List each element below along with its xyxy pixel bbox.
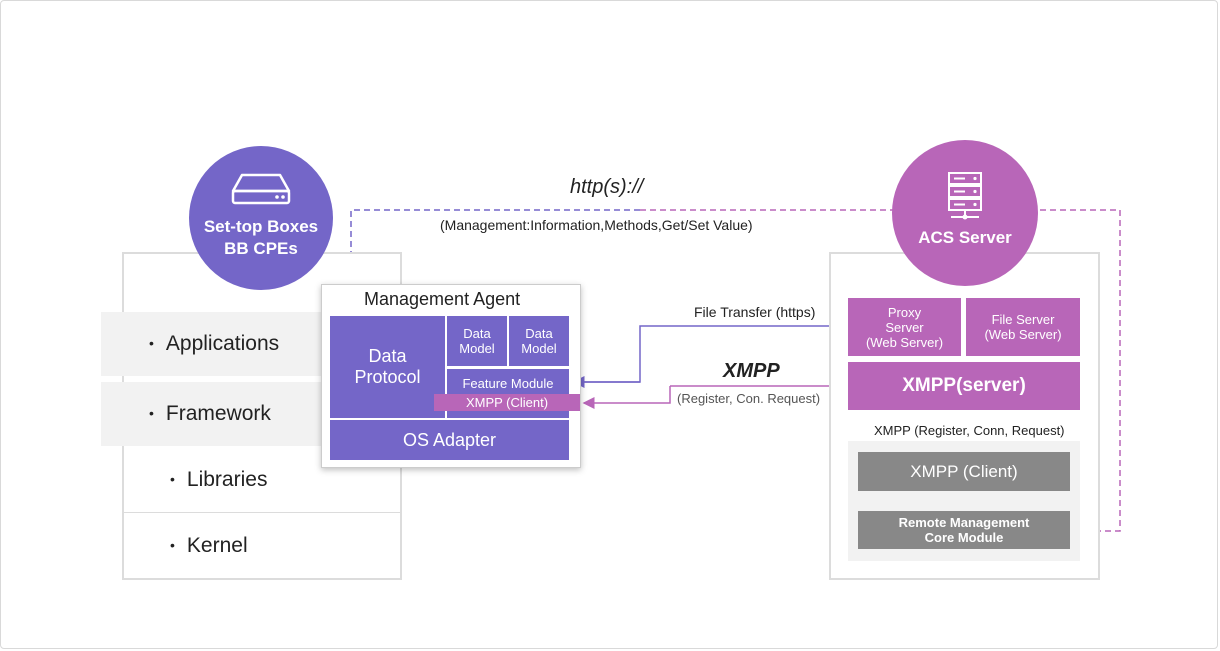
xmpp-client-strip: XMPP (Client) — [434, 394, 580, 411]
data-model-line2: Model — [521, 341, 557, 356]
server-rack-icon — [948, 172, 982, 220]
bullet: • — [149, 335, 154, 351]
stack-item-label: Kernel — [186, 534, 248, 557]
xmpp-server-box: XMPP(server) — [848, 362, 1080, 410]
http-label: http(s):// — [570, 176, 644, 198]
xmpp-internal-label: XMPP (Register, Conn, Request) — [874, 423, 1065, 438]
remote-management-box: Remote Management Core Module — [858, 511, 1070, 549]
os-adapter-box: OS Adapter — [330, 420, 569, 460]
data-model-box-1: Data Model — [447, 316, 507, 366]
proxy-line1: Proxy — [887, 304, 922, 320]
device-title-line1: Set-top Boxes — [203, 217, 319, 236]
set-top-box-icon — [231, 173, 291, 205]
file-server-line1: File Server — [991, 312, 1055, 327]
file-transfer-label: File Transfer (https) — [694, 304, 816, 320]
acs-xmpp-client-box: XMPP (Client) — [858, 452, 1070, 491]
file-transfer-line — [572, 320, 847, 383]
bullet: • — [170, 537, 175, 553]
stack-item-label: Libraries — [186, 468, 268, 491]
acs-title: ACS Server — [918, 228, 1012, 247]
data-protocol-box: Data Protocol — [330, 316, 445, 418]
device-circle: Set-top Boxes BB CPEs — [189, 146, 333, 290]
data-model-line1: Data — [525, 326, 553, 341]
http-description: (Management:Information,Methods,Get/Set … — [440, 217, 753, 233]
file-server-line2: (Web Server) — [984, 327, 1062, 342]
proxy-line2: Server — [885, 319, 924, 335]
data-model-box-2: Data Model — [509, 316, 569, 366]
data-model-line1: Data — [463, 326, 491, 341]
stack-item-kernel: • Kernel — [122, 514, 402, 578]
stack-item-libraries: • Libraries — [122, 448, 402, 512]
xmpp-description: (Register, Con. Request) — [677, 391, 821, 406]
data-protocol-line2: Protocol — [354, 367, 421, 387]
rm-line1: Remote Management — [898, 515, 1030, 530]
device-title-line2: BB CPEs — [224, 239, 298, 258]
proxy-server-box: Proxy Server (Web Server) — [848, 298, 961, 356]
stack-item-label: Framework — [165, 402, 271, 425]
bullet: • — [170, 471, 175, 487]
rm-line2: Core Module — [924, 530, 1004, 545]
acs-circle: ACS Server — [892, 140, 1038, 286]
xmpp-label: XMPP — [723, 360, 780, 382]
stack-item-label: Applications — [165, 332, 280, 355]
bullet: • — [149, 405, 154, 421]
stack-divider — [124, 512, 400, 513]
proxy-line3: (Web Server) — [865, 334, 944, 350]
management-agent-title: Management Agent — [364, 289, 521, 309]
file-server-box: File Server (Web Server) — [966, 298, 1080, 356]
data-protocol-line1: Data — [368, 346, 407, 366]
data-model-line2: Model — [459, 341, 495, 356]
